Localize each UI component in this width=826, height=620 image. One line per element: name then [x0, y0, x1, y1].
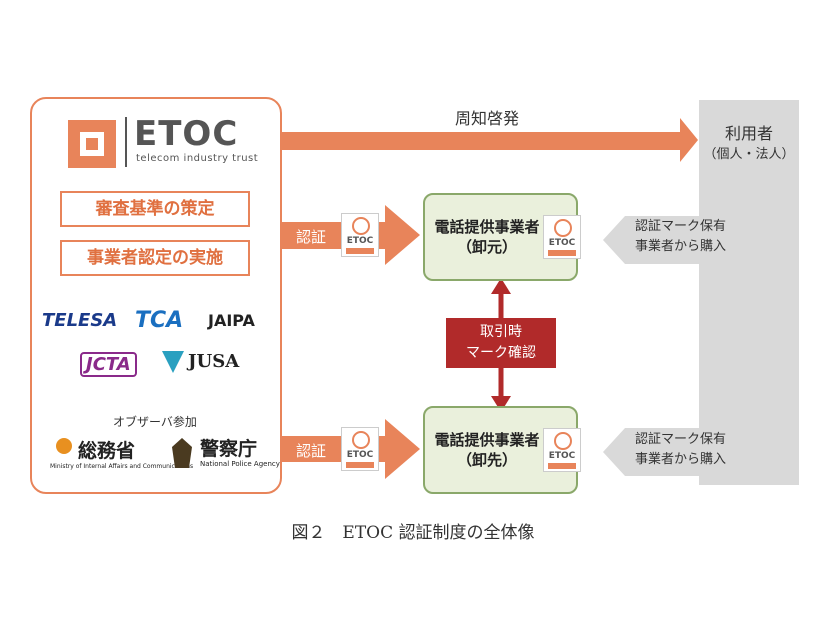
- business-reseller-line2: （卸先）: [456, 451, 517, 469]
- buy-note-bottom-line2: 事業者から購入: [635, 452, 727, 467]
- logo-divider: [125, 117, 127, 167]
- trade-line1: 取引時: [480, 324, 522, 340]
- task-certification: 事業者認定の実施: [60, 240, 250, 276]
- cert-label-bottom: 認証: [296, 442, 327, 460]
- business-reseller-line1: 電話提供事業者: [434, 431, 540, 449]
- user-label: 利用者: [724, 124, 773, 143]
- business-wholesaler-line2: （卸元）: [456, 238, 517, 256]
- org-logo-tca: TCA: [135, 308, 184, 333]
- task-standards: 審査基準の策定: [60, 191, 250, 227]
- etoc-logo-text: ETOC: [134, 114, 239, 154]
- publicize-label: 周知啓発: [455, 109, 520, 128]
- org-logo-jcta: JCTA: [80, 352, 137, 377]
- business-wholesaler: 電話提供事業者 （卸元） ETOC: [423, 193, 581, 281]
- etoc-logo-icon: [68, 120, 116, 168]
- buy-arrow-bottom: [603, 428, 699, 476]
- trade-arrow-head-up: [491, 278, 511, 294]
- observer-label: オブザーバ参加: [113, 415, 197, 429]
- police-emblem-icon: [172, 438, 192, 468]
- publicize-arrow: [282, 118, 698, 162]
- business-mark-icon-bottom: ETOC: [543, 428, 581, 472]
- business-mark-icon-top: ETOC: [543, 215, 581, 259]
- cert-mark-icon-top: ETOC: [341, 213, 379, 257]
- org-logo-jusa: JUSA: [188, 351, 240, 372]
- buy-arrow-top: [603, 216, 699, 264]
- figure-caption: 図２ ETOC 認証制度の全体像: [291, 523, 535, 543]
- business-wholesaler-line1: 電話提供事業者: [434, 218, 540, 236]
- org-logo-telesa: TELESA: [42, 310, 118, 331]
- user-sublabel: （個人・法人）: [703, 147, 795, 162]
- trade-check-box: 取引時 マーク確認: [446, 318, 556, 368]
- buy-note-top-line2: 事業者から購入: [635, 239, 727, 254]
- trade-line2: マーク確認: [466, 345, 536, 361]
- observer-mic-sub: Ministry of Internal Affairs and Communi…: [50, 463, 194, 470]
- trade-arrow-head-down: [491, 396, 511, 412]
- cert-label-top: 認証: [296, 228, 327, 246]
- buy-note-top-line1: 認証マーク保有: [635, 219, 727, 234]
- observer-mic-name: 総務省: [78, 440, 136, 462]
- business-reseller: 電話提供事業者 （卸先） ETOC: [423, 406, 581, 494]
- cert-mark-icon-bottom: ETOC: [341, 427, 379, 471]
- buy-note-bottom-line1: 認証マーク保有: [635, 432, 727, 447]
- mic-emblem-icon: [56, 438, 72, 454]
- org-logo-jaipa: JAIPA: [208, 311, 255, 330]
- observer-npa-sub: National Police Agency: [200, 460, 280, 468]
- observer-npa-name: 警察庁: [200, 438, 258, 460]
- buy-note-bottom: 認証マーク保有 事業者から購入: [635, 430, 755, 470]
- user-column: [699, 100, 799, 485]
- etoc-logo-subtitle: telecom industry trust: [136, 153, 259, 164]
- buy-note-top: 認証マーク保有 事業者から購入: [635, 217, 755, 257]
